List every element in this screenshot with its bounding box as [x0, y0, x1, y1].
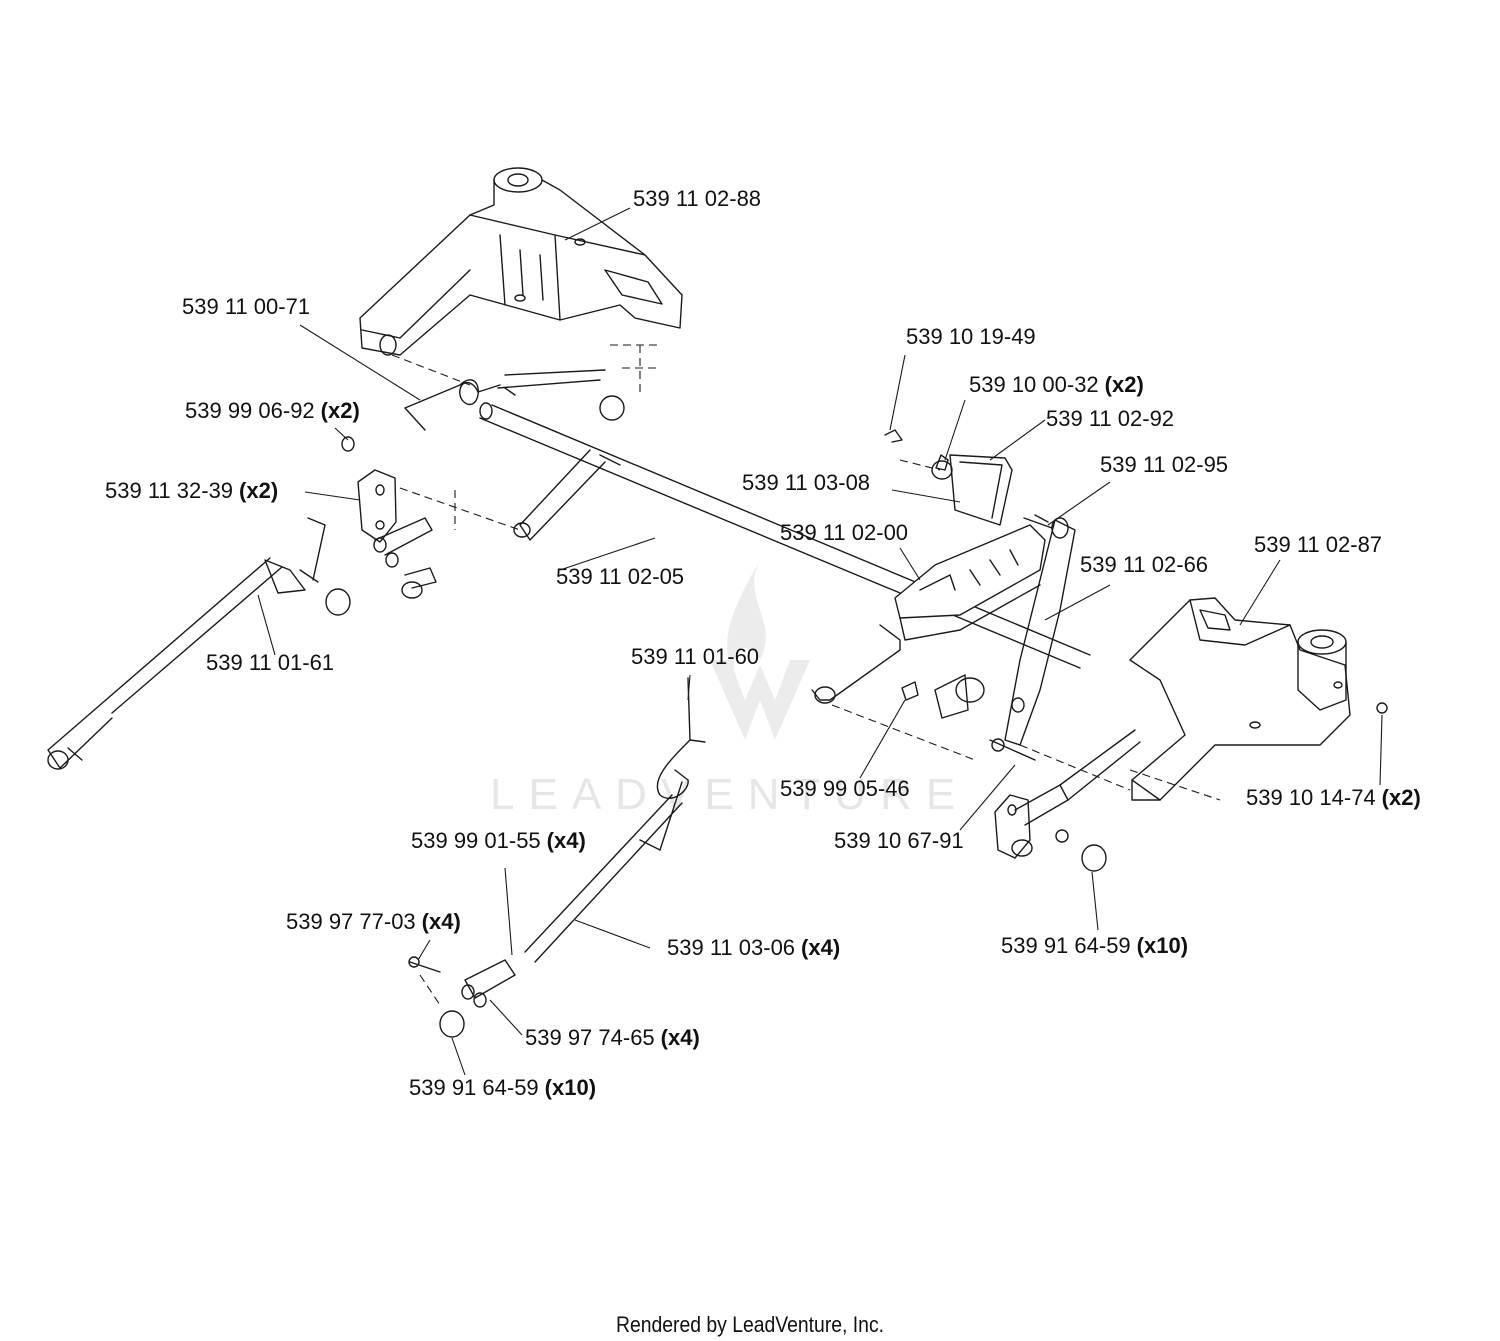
- part-label-539-11-02-66: 539 11 02-66: [1080, 552, 1209, 577]
- left-link-assembly: [357, 469, 437, 599]
- part-label-539-97-74-65: 539 97 74-65(x4): [525, 1025, 700, 1050]
- pedal-assembly: [811, 454, 1076, 761]
- footer-credit: Rendered by LeadVenture, Inc.: [615, 1312, 885, 1337]
- leader-lines: [257, 207, 1383, 1076]
- part-label-539-11-03-08: 539 11 03-08: [742, 470, 871, 495]
- part-label-539-99-06-92: 539 99 06-92(x2): [185, 398, 360, 423]
- part-label-539-11-02-92: 539 11 02-92: [1046, 406, 1175, 431]
- part-label-539-10-67-91: 539 10 67-91: [834, 828, 964, 853]
- part-label-539-11-32-39: 539 11 32-39(x2): [105, 478, 279, 503]
- part-label-539-10-00-32: 539 10 00-32(x2): [969, 372, 1144, 397]
- watermark-text: LEADVENTURE: [490, 770, 970, 819]
- part-label-539-11-02-05: 539 11 02-05: [556, 564, 685, 589]
- right-link-assembly: [994, 729, 1141, 859]
- watermark-logo-icon: [710, 560, 810, 740]
- lower-lift-rod: [408, 677, 706, 1008]
- part-label-539-11-01-60: 539 11 01-60: [631, 644, 760, 669]
- part-label-539-99-01-55: 539 99 01-55(x4): [411, 828, 586, 853]
- left-lift-bracket: [359, 167, 683, 356]
- part-label-539-11-02-88: 539 11 02-88: [633, 186, 762, 211]
- part-label-539-11-01-61: 539 11 01-61: [206, 650, 335, 675]
- part-label-539-11-02-00: 539 11 02-00: [780, 520, 909, 545]
- part-label-539-10-19-49: 539 10 19-49: [906, 324, 1036, 349]
- alignment-lines: [391, 344, 1221, 1006]
- part-label-539-11-00-71: 539 11 00-71: [182, 294, 311, 319]
- part-label-539-91-64-59-left: 539 91 64-59(x10): [409, 1075, 597, 1100]
- part-label-539-11-02-95: 539 11 02-95: [1100, 452, 1229, 477]
- right-lift-bracket: [1129, 597, 1351, 801]
- part-label-539-91-64-59-right: 539 91 64-59(x10): [1001, 933, 1189, 958]
- part-label-539-99-05-46: 539 99 05-46: [780, 776, 910, 801]
- retaining-rings: [325, 395, 1107, 1038]
- part-label-539-11-03-06: 539 11 03-06(x4): [667, 935, 841, 960]
- left-lift-rod: [47, 517, 326, 770]
- part-label-539-97-77-03: 539 97 77-03(x4): [286, 909, 461, 934]
- part-label-539-11-02-87: 539 11 02-87: [1254, 532, 1383, 557]
- part-label-539-10-14-74: 539 10 14-74(x2): [1246, 785, 1421, 810]
